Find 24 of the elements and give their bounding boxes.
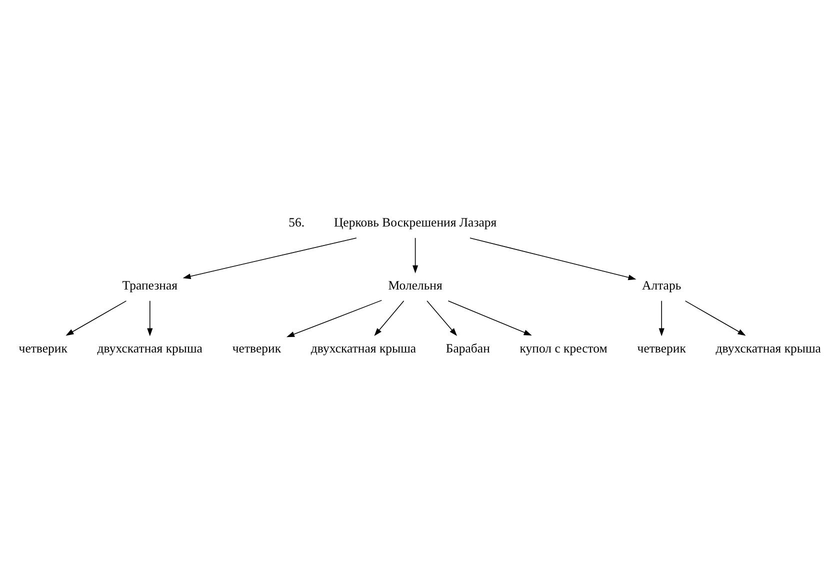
node-text: четверик [232,341,282,356]
arrow [684,300,746,336]
arrow [470,238,636,280]
node-text: Барабан [446,341,490,356]
arrow [66,300,127,336]
arrow [658,300,664,336]
node-text: купол с крестом [520,341,608,356]
node-text: двухскатная крыша [310,341,416,356]
node-text: Трапезная [122,278,178,293]
arrow [412,238,418,274]
node-text: Алтарь [642,278,682,293]
arrow [182,238,357,280]
arrow [448,300,532,336]
node-text: Молельня [388,278,442,293]
arrow [374,300,404,336]
arrow [286,300,382,338]
node-text: четверик [18,341,68,356]
node-text: четверик [637,341,686,356]
node-text: двухскатная крыша [97,341,202,356]
node-text: двухскатная крыша [716,341,821,356]
arrow [426,300,458,336]
node-text: Церковь Воскрешения Лазаря [334,216,497,230]
arrow [147,300,153,336]
label: 56. [288,216,305,230]
